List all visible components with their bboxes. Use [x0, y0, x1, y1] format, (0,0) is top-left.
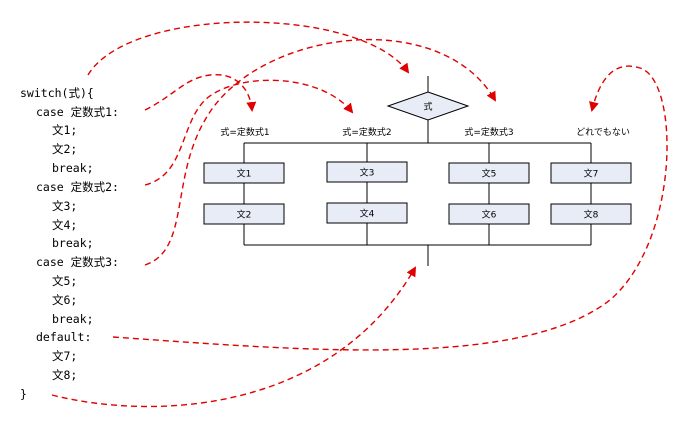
decision-diamond: [386, 91, 470, 121]
code-line-stmt8: 文8;: [52, 368, 77, 382]
flowchart-connectors: [243, 76, 592, 266]
branch-labels: 式=定数式1 式=定数式2 式=定数式3 どれでもない: [220, 126, 630, 138]
code-line-stmt1: 文1;: [52, 123, 77, 137]
statement-box-4-label: 文4: [360, 208, 375, 220]
code-line-case1: case 定数式1:: [36, 105, 119, 119]
statement-box-6: 文6: [448, 203, 530, 225]
arrow-default-to-label4: [112, 65, 668, 351]
code-line-default: default:: [36, 330, 91, 344]
statement-box-5: 文5: [448, 162, 530, 184]
statement-boxes: 文1 文2 文3 文4 文5 文6 文7 文8: [203, 161, 632, 225]
code-line-case2: case 定数式2:: [36, 180, 119, 194]
code-line-stmt4: 文4;: [52, 218, 77, 232]
arrow-switch-to-decision: [87, 21, 410, 76]
statement-box-3: 文3: [326, 161, 408, 183]
code-line-break2: break;: [52, 236, 94, 250]
code-line-stmt6: 文6;: [52, 293, 77, 307]
arrow-case1-to-label1: [144, 73, 257, 112]
code-line-stmt2: 文2;: [52, 142, 77, 156]
branch2-label: 式=定数式2: [342, 126, 391, 138]
statement-box-2-label: 文2: [237, 209, 252, 221]
code-line-stmt7: 文7;: [52, 349, 77, 363]
branch4-label: どれでもない: [576, 127, 630, 138]
arrow-close-to-exit: [51, 266, 417, 408]
statement-box-8: 文8: [550, 203, 632, 225]
statement-box-1-label: 文1: [237, 168, 252, 180]
code-line-switch: switch(式){: [20, 86, 94, 100]
arrow-case2-to-label2: [144, 79, 354, 186]
code-line-close: }: [20, 387, 27, 401]
decision-label: 式: [423, 101, 432, 113]
code-listing: switch(式){ case 定数式1: 文1; 文2; break; cas…: [20, 86, 119, 401]
code-line-break3: break;: [52, 312, 94, 326]
code-line-break1: break;: [52, 161, 94, 175]
code-line-case3: case 定数式3:: [36, 255, 119, 269]
statement-box-1: 文1: [203, 162, 285, 184]
decision-node: 式: [386, 91, 470, 121]
statement-box-4: 文4: [326, 202, 408, 224]
code-line-stmt3: 文3;: [52, 199, 77, 213]
branch3-label: 式=定数式3: [464, 126, 513, 138]
branch1-label: 式=定数式1: [220, 126, 269, 138]
statement-box-5-label: 文5: [482, 168, 497, 180]
arrow-case3-to-label3: [144, 38, 497, 266]
statement-box-7-label: 文7: [584, 168, 599, 180]
statement-box-7: 文7: [550, 162, 632, 184]
statement-box-6-label: 文6: [482, 209, 497, 221]
statement-box-2: 文2: [203, 203, 285, 225]
correspondence-arrows: [51, 21, 668, 408]
code-line-stmt5: 文5;: [52, 274, 77, 288]
statement-box-3-label: 文3: [360, 167, 375, 179]
statement-box-8-label: 文8: [584, 209, 599, 221]
